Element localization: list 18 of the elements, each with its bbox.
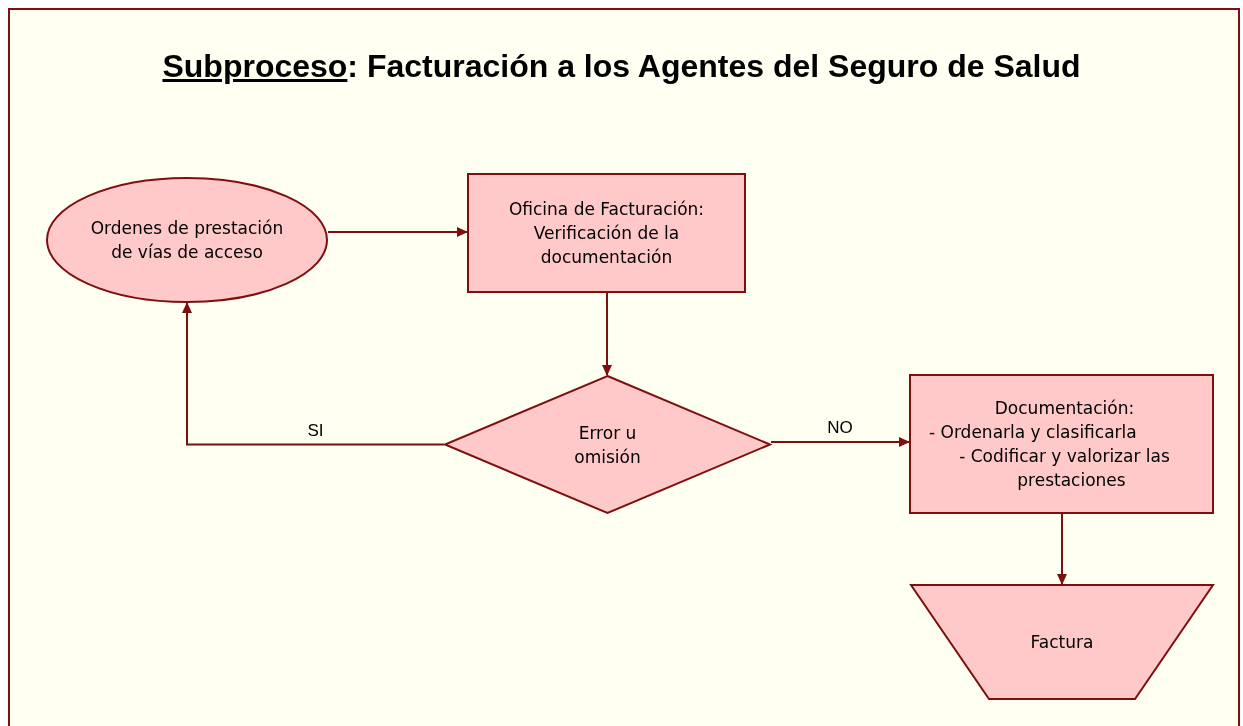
start-ellipse bbox=[46, 177, 328, 303]
process-box bbox=[467, 173, 746, 293]
node-text: Error u omisión bbox=[573, 421, 642, 469]
arrow bbox=[182, 302, 445, 446]
title: Subproceso: Facturación a los Agentes del Seguro de Salud bbox=[161, 48, 1082, 85]
node-text: Oficina de Facturación: Verificación de la documentación bbox=[507, 198, 706, 269]
arrow bbox=[770, 437, 910, 447]
node-text: Factura bbox=[1030, 631, 1094, 654]
node-text: - Ordenarla y clasificarla bbox=[929, 421, 1137, 444]
node-text: - Codificar y valorizar las prestaciones bbox=[958, 445, 1171, 492]
node-text: Documentación: bbox=[994, 397, 1135, 420]
arrow bbox=[602, 292, 612, 376]
output-trapezoid bbox=[910, 584, 1214, 700]
node-text: Ordenes de prestación de vías de acceso bbox=[89, 217, 285, 264]
decision-diamond bbox=[444, 375, 771, 514]
arrow bbox=[1057, 513, 1067, 585]
arrow bbox=[327, 227, 468, 237]
process-box bbox=[909, 374, 1214, 514]
